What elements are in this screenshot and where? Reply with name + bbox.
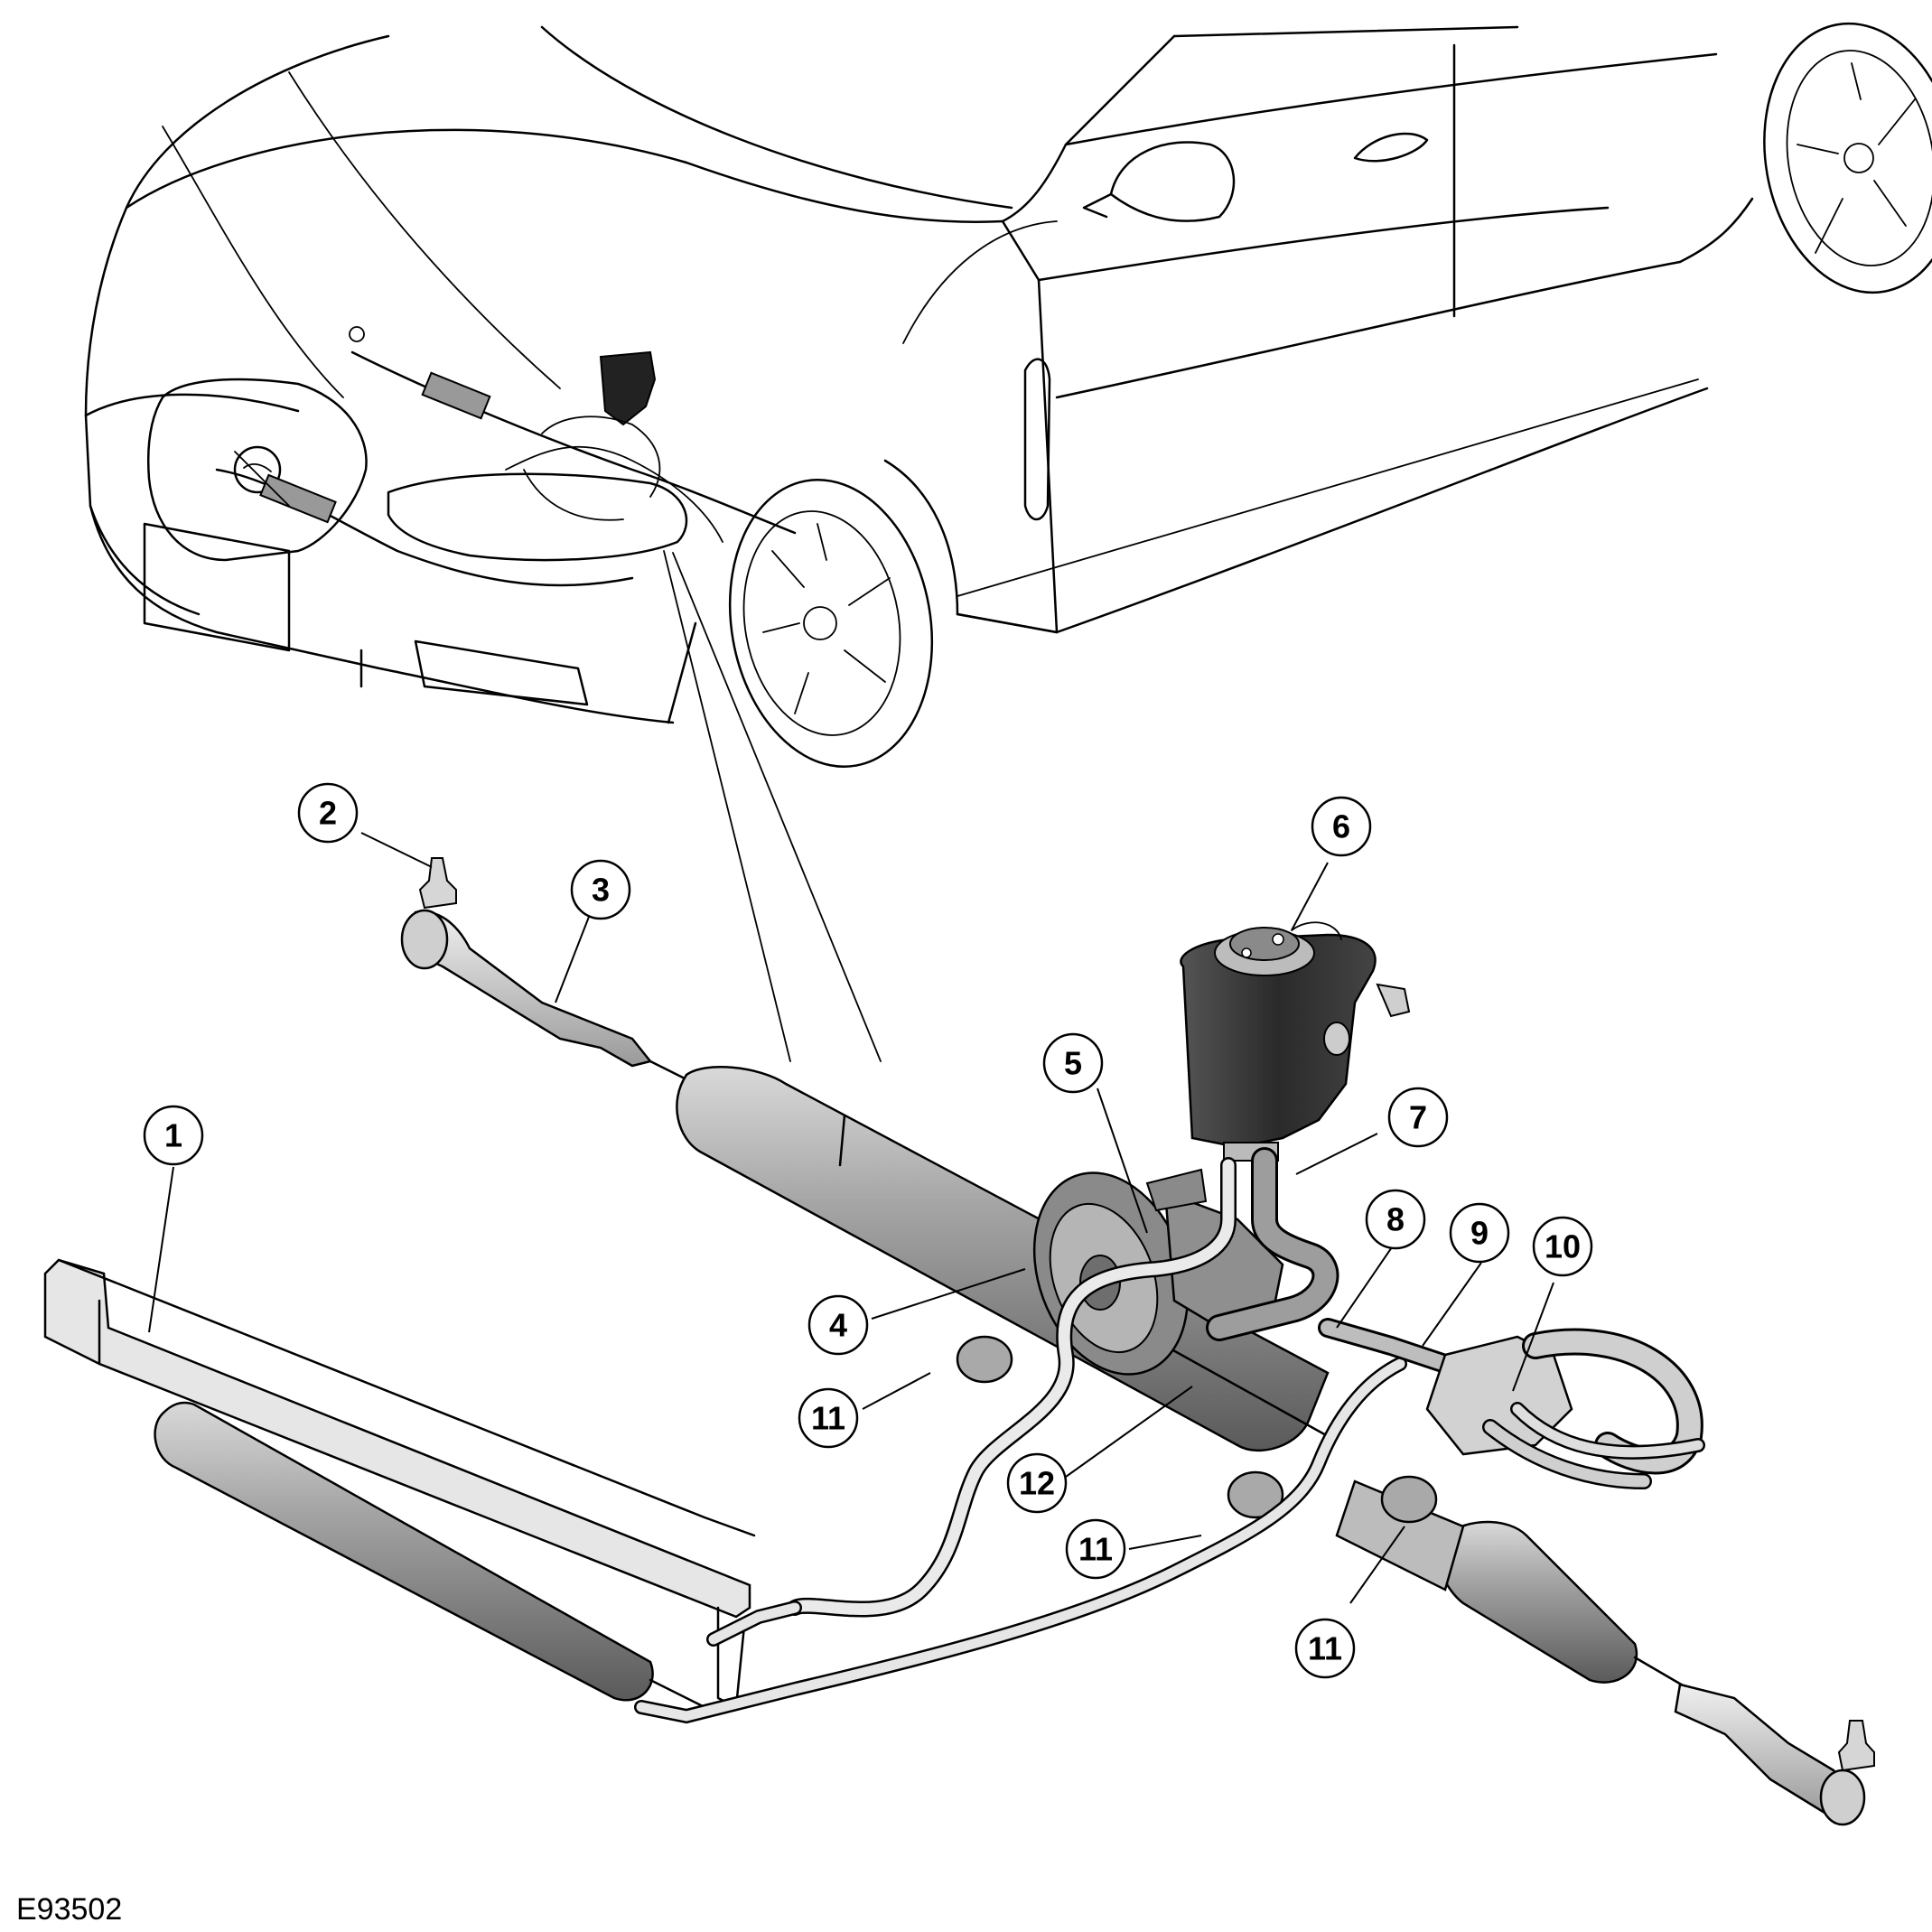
leader-3	[555, 916, 590, 1003]
leader-11c	[1349, 1526, 1405, 1604]
callout-7: 7	[1387, 1087, 1449, 1148]
callout-label: 11	[1078, 1531, 1113, 1568]
callout-label: 8	[1386, 1201, 1405, 1238]
callout-label: 12	[1019, 1465, 1055, 1502]
leader-6	[1291, 862, 1329, 931]
tie-rod-left	[400, 857, 697, 1086]
callout-2: 2	[297, 782, 359, 844]
leader-12	[1065, 1386, 1193, 1478]
tie-rod-right	[1674, 1683, 1875, 1826]
callout-11a: 11	[798, 1387, 859, 1449]
leader-10	[1512, 1282, 1554, 1392]
zoom-lines	[663, 550, 882, 1062]
fluid-cooler	[43, 1258, 756, 1709]
callout-label: 11	[1308, 1630, 1342, 1667]
leader-7	[1295, 1133, 1378, 1175]
callout-label: 9	[1470, 1215, 1489, 1252]
leader-5	[1097, 1087, 1148, 1234]
leader-9	[1422, 1262, 1482, 1347]
callout-label: 3	[592, 872, 610, 909]
vehicle-outline	[84, 22, 1932, 768]
callout-6: 6	[1311, 796, 1372, 857]
callout-label: 1	[164, 1117, 182, 1154]
fluid-reservoir	[1180, 921, 1411, 1162]
callout-10: 10	[1532, 1216, 1593, 1277]
leader-4	[871, 1268, 1026, 1320]
leader-2	[360, 832, 433, 868]
leader-1	[148, 1166, 174, 1333]
leader-11b	[1128, 1535, 1202, 1550]
leader-8	[1336, 1241, 1396, 1329]
callout-label: 11	[811, 1400, 845, 1437]
callout-label: 10	[1545, 1228, 1581, 1265]
callout-12: 12	[1006, 1452, 1068, 1514]
hoses	[634, 1147, 1705, 1724]
callout-5: 5	[1042, 1032, 1104, 1094]
callout-label: 5	[1064, 1045, 1082, 1082]
callout-1: 1	[143, 1105, 204, 1166]
leader-11a	[862, 1372, 931, 1410]
callout-label: 2	[319, 795, 337, 832]
callout-label: 6	[1332, 808, 1350, 845]
figure-id: E93502	[16, 1892, 122, 1927]
callout-4: 4	[807, 1294, 869, 1356]
callout-11c: 11	[1294, 1618, 1356, 1679]
callout-8: 8	[1365, 1189, 1426, 1250]
vehicle-steering-rack-preview	[215, 326, 797, 587]
callout-9: 9	[1449, 1202, 1510, 1264]
callout-11b: 11	[1065, 1518, 1126, 1580]
callout-3: 3	[570, 859, 631, 920]
callout-label: 4	[829, 1307, 847, 1344]
callout-label: 7	[1409, 1099, 1427, 1136]
callouts: 1 2 3 4 5 6 7 8	[143, 782, 1593, 1679]
